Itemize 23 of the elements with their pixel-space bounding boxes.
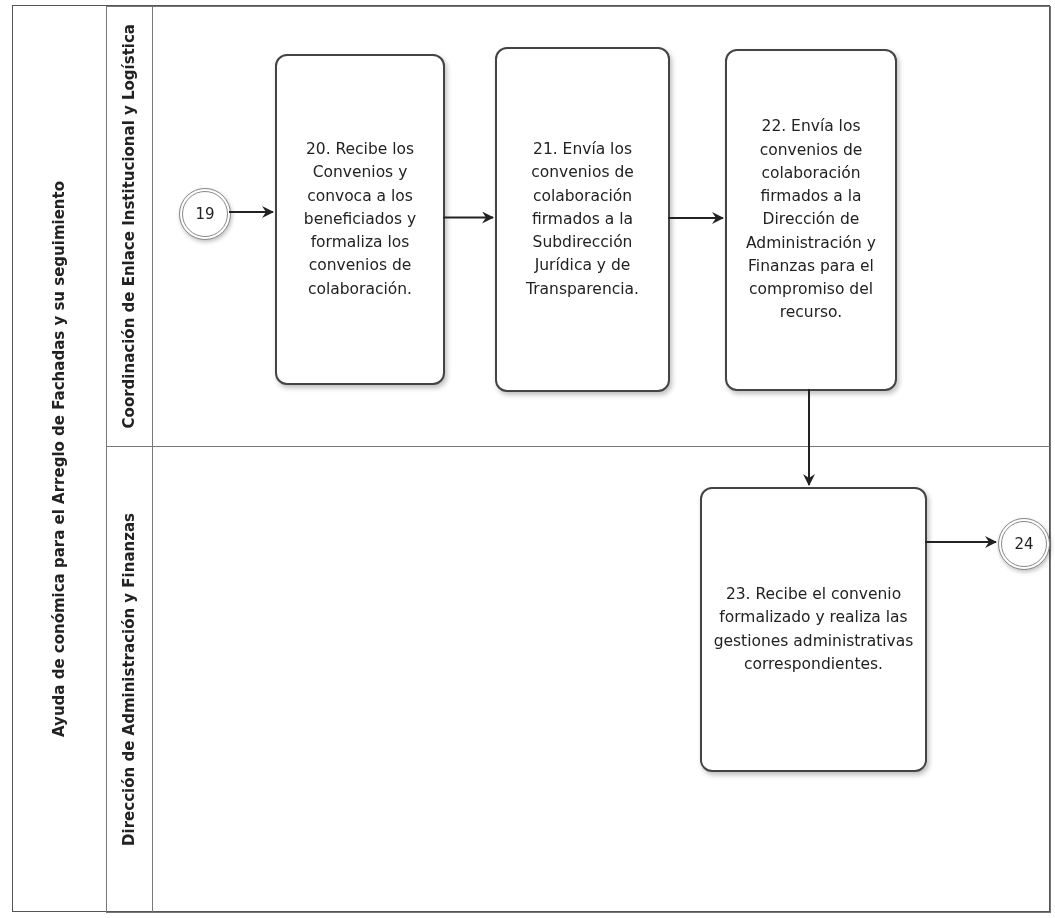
event-number: 19: [195, 205, 215, 223]
swimlane-pool: [12, 5, 1050, 912]
event-number: 24: [1014, 535, 1034, 553]
lane-title: Coordinación de Enlace Institucional y Logística: [120, 24, 139, 429]
task-text: 20. Recibe los Convenios y convoca a los beneficiados y formaliza los convenios de colaboración.: [302, 139, 418, 300]
arrow: [667, 212, 724, 224]
arrow: [442, 211, 494, 224]
lane-title: Dirección de Administración y Finanzas: [120, 513, 139, 846]
swimlane-lane: [106, 6, 1051, 447]
pool-title: Ayuda de conómica para el Arreglo de Fachadas y su seguimiento: [50, 180, 69, 737]
event-circle: [998, 518, 1050, 570]
task-box: [700, 487, 927, 772]
task-box: [495, 47, 670, 392]
arrow: [924, 536, 997, 548]
task-box: [275, 54, 445, 385]
task-box: [725, 49, 897, 391]
task-text: 23. Recibe el convenio formalizado y realiza las gestiones administrativas correspondientes.: [712, 584, 915, 675]
task-text: 22. Envía los convenios de colaboración firmados a la Dirección de Administración y Finanzas para el compromiso del recurso.: [745, 116, 877, 324]
swimlane-lane: [106, 446, 1051, 913]
arrow: [803, 388, 815, 486]
task-text: 21. Envía los convenios de colaboración firmados a la Subdirección Jurídica y de Transparencia.: [525, 139, 640, 300]
event-circle: [179, 188, 231, 240]
arrow: [228, 206, 274, 218]
